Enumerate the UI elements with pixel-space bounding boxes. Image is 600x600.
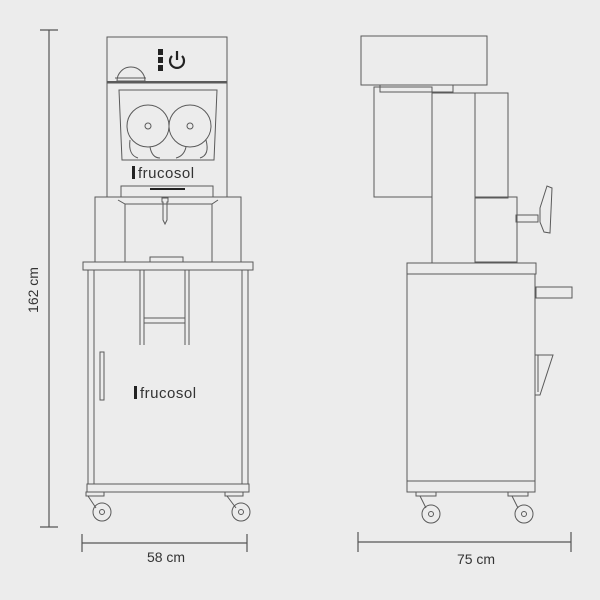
brand-logo-mark	[132, 166, 135, 179]
height-dimension: 162 cm	[25, 29, 58, 528]
door-handle[interactable]	[99, 351, 105, 401]
width-dimension: 58 cm	[81, 534, 248, 565]
drip-tray	[120, 185, 214, 198]
cart-cabinet-side	[406, 273, 536, 482]
cabinet-brand-logo: frucosol	[140, 385, 197, 402]
power-button-icon	[168, 51, 186, 69]
cart-base	[86, 483, 250, 493]
side-handle[interactable]	[535, 286, 573, 299]
side-panel	[373, 86, 433, 198]
orange-halves	[126, 104, 212, 159]
cart-ladder	[139, 270, 190, 345]
caster-wheel-icon	[224, 491, 251, 522]
head-brand-logo: frucosol	[138, 165, 195, 182]
width-label: 58 cm	[147, 549, 185, 565]
cart-cabinet	[87, 269, 249, 485]
led-bars-icon	[158, 49, 163, 71]
caster-wheel-icon	[85, 491, 112, 522]
cart-base-side	[406, 480, 536, 493]
cart-top-side	[406, 262, 537, 275]
viewing-window	[118, 89, 218, 161]
side-view	[360, 35, 573, 524]
head-unit-side	[360, 35, 488, 86]
depth-dimension: 75 cm	[357, 532, 572, 567]
tap-pipe	[515, 214, 539, 223]
lower-housing	[94, 196, 242, 263]
column	[431, 92, 476, 264]
caster-wheel-icon	[507, 491, 534, 524]
fruit-feeder-dome	[116, 66, 146, 82]
depth-label: 75 cm	[457, 551, 495, 567]
tap-lever-icon	[539, 185, 553, 234]
cabinet-logo-mark	[134, 386, 137, 399]
cart-top	[82, 261, 254, 271]
head-unit	[106, 36, 228, 84]
front-view: frucosol frucosol	[82, 36, 254, 522]
juice-tap	[161, 197, 169, 226]
side-hook	[535, 354, 554, 396]
caster-wheel-icon	[415, 491, 441, 524]
height-label: 162 cm	[25, 267, 41, 313]
